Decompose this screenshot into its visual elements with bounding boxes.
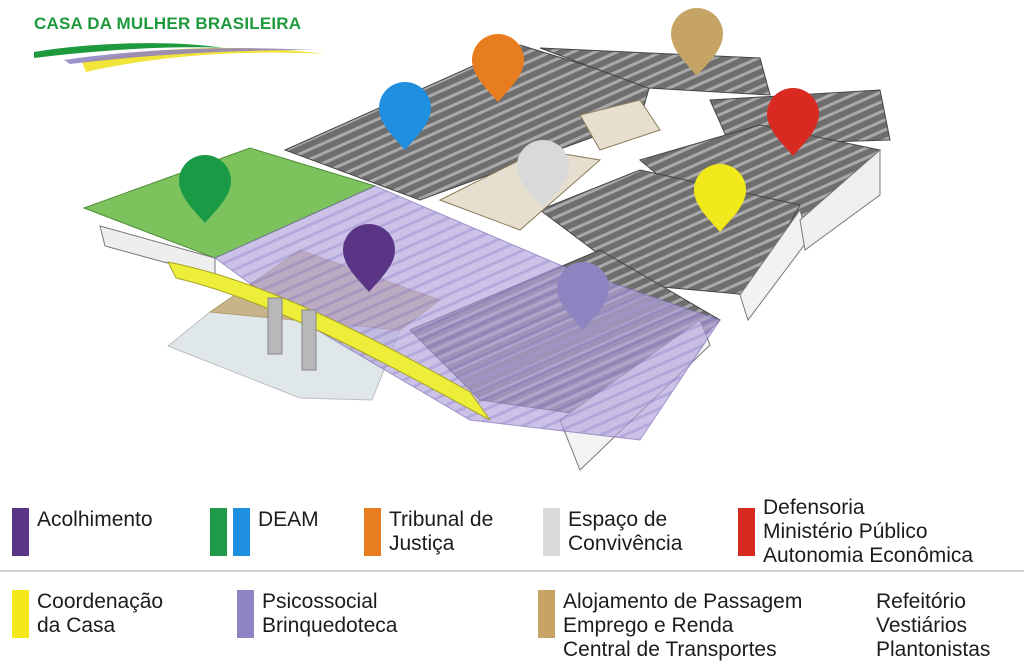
pin-coordenacao (694, 164, 746, 232)
pin-tribunal (472, 34, 524, 102)
legend-label-refeitorio: Refeitório Vestiários Plantonistas (876, 590, 991, 661)
legend-label-defensoria: Defensoria Ministério Público Autonomia … (763, 496, 974, 567)
pin-espaco (517, 140, 569, 208)
legend-item-psicossocial: Psicossocial Brinquedoteca (237, 590, 397, 638)
legend-item-tribunal: Tribunal de Justiça (364, 508, 493, 556)
legend-label-acolhimento: Acolhimento (37, 508, 153, 531)
legend-row-2: Coordenação da Casa Psicossocial Brinque… (0, 584, 1024, 664)
pin-psicossocial (557, 262, 609, 330)
swatch-defensoria (738, 508, 755, 556)
building-illustration (82, 8, 891, 471)
pin-deam-green (179, 155, 231, 223)
yellow-canopy (167, 261, 491, 421)
legend-item-refeitorio: Refeitório Vestiários Plantonistas (876, 590, 990, 662)
legend-item-alojamento: Alojamento de Passagem Emprego e Renda C… (538, 590, 802, 662)
legend-divider (0, 570, 1024, 572)
legend-label-psicossocial: Psicossocial Brinquedoteca (262, 590, 398, 637)
logo: CASA DA MULHER BRASILEIRA (34, 14, 334, 74)
legend-item-acolhimento: Acolhimento (12, 508, 153, 556)
logo-title: CASA DA MULHER BRASILEIRA (34, 14, 302, 33)
legend-row-1: Acolhimento DEAM Tribunal de Justiça Esp… (0, 494, 1024, 574)
swatch-deam-green (210, 508, 227, 556)
pin-alojamento (671, 8, 723, 76)
pin-defensoria (767, 88, 819, 156)
swatch-deam-blue (233, 508, 250, 556)
legend-label-deam: DEAM (258, 508, 319, 531)
legend-label-coordenacao: Coordenação da Casa (37, 590, 164, 637)
legend-item-defensoria: Defensoria Ministério Público Autonomia … (738, 496, 973, 568)
pin-deam-blue (379, 82, 431, 150)
legend-item-deam: DEAM (210, 508, 319, 556)
legend-label-espaco: Espaço de Convivência (568, 508, 683, 555)
legend-label-tribunal: Tribunal de Justiça (389, 508, 494, 555)
legend-label-alojamento: Alojamento de Passagem Emprego e Renda C… (563, 590, 803, 661)
logo-swoosh (34, 43, 326, 72)
legend-item-coordenacao: Coordenação da Casa (12, 590, 163, 638)
swatch-espaco (543, 508, 560, 556)
pins (179, 8, 819, 330)
swatch-coordenacao (12, 590, 29, 638)
swatch-acolhimento (12, 508, 29, 556)
legend-item-espaco: Espaço de Convivência (543, 508, 682, 556)
purple-zone (214, 185, 721, 441)
pin-acolhimento (343, 224, 395, 292)
swatch-tribunal (364, 508, 381, 556)
swatch-psicossocial (237, 590, 254, 638)
swatch-alojamento (538, 590, 555, 638)
